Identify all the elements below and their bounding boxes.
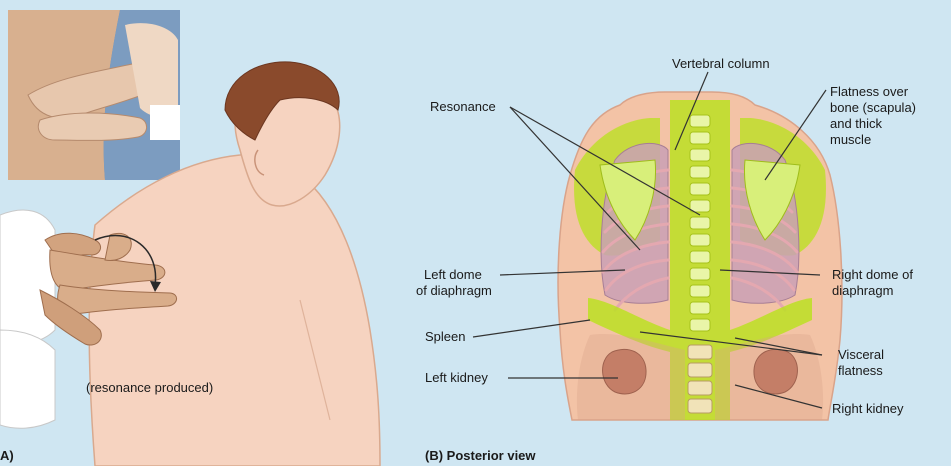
label-visceral-line2: flatness <box>838 363 883 378</box>
label-left-kidney: Left kidney <box>425 370 488 385</box>
abdominal-organs-right <box>715 334 823 420</box>
label-right-kidney: Right kidney <box>832 401 904 416</box>
label-vertebral-column: Vertebral column <box>672 56 770 71</box>
label-right-dome-line1: Right dome of <box>832 267 913 282</box>
abdominal-organs <box>577 334 685 420</box>
panel-b-caption: (B) Posterior view <box>425 448 536 463</box>
label-left-dome-line2: of diaphragm <box>416 283 492 298</box>
label-flatness-line3: and thick <box>830 116 882 131</box>
label-left-dome-line1: Left dome <box>424 267 482 282</box>
label-flatness-line4: muscle <box>830 132 871 147</box>
label-flatness-line1: Flatness over <box>830 84 908 99</box>
label-visceral-line1: Visceral <box>838 347 884 362</box>
label-resonance: Resonance <box>430 99 496 114</box>
label-spleen: Spleen <box>425 329 465 344</box>
label-right-dome-line2: diaphragm <box>832 283 893 298</box>
label-flatness-line2: bone (scapula) <box>830 100 916 115</box>
